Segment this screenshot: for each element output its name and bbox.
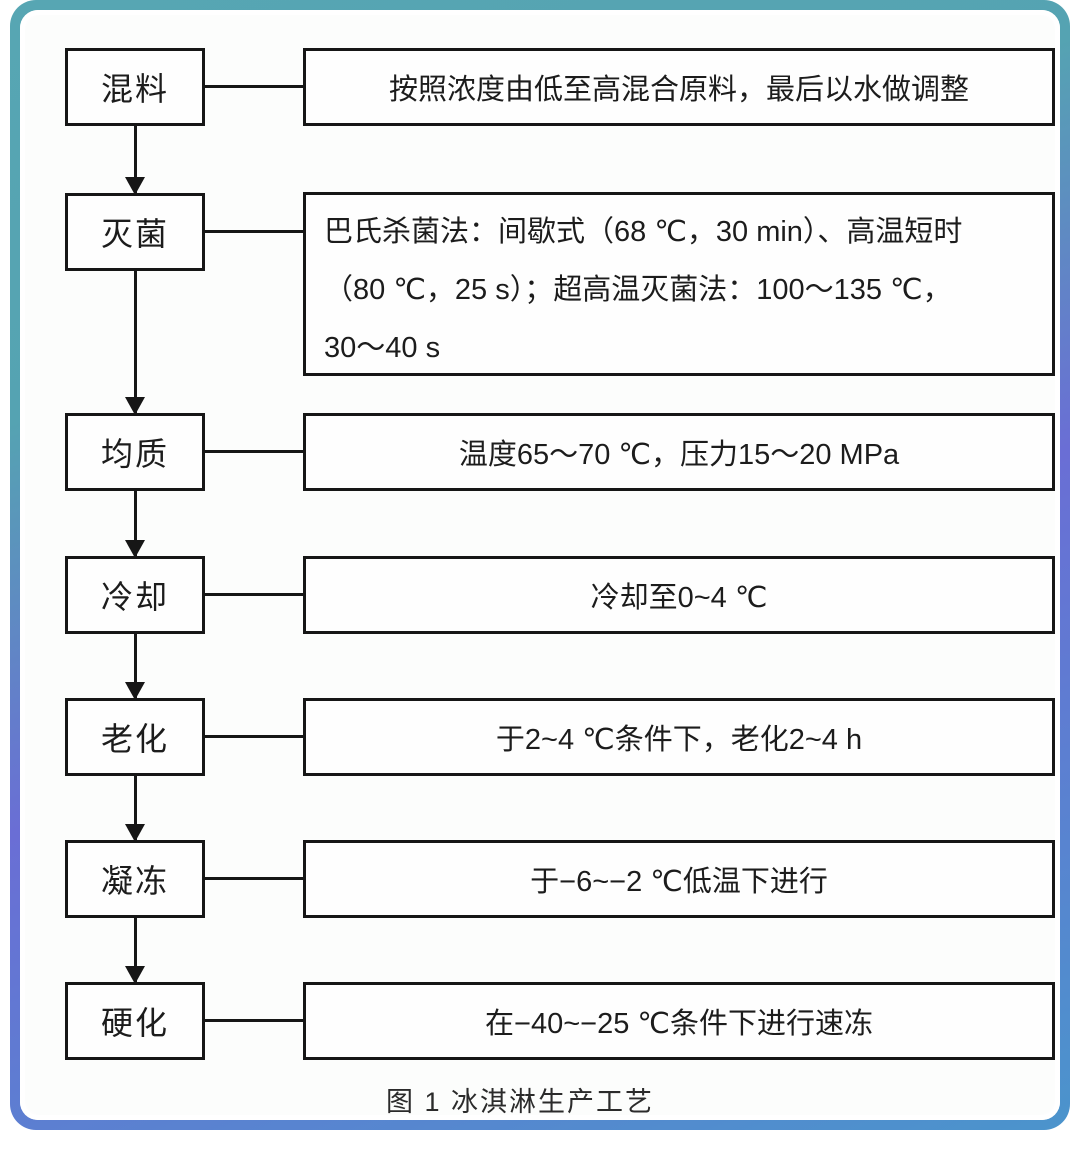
step-label-aging: 老化	[100, 721, 169, 757]
down-arrow-icon-5	[125, 776, 145, 842]
step-box-freezing: 凝冻	[65, 840, 205, 918]
connector-line-6	[205, 877, 303, 880]
connector-line-7	[205, 1019, 303, 1022]
figure-caption: 图 1 冰淇淋生产工艺	[385, 1087, 655, 1117]
desc-text-sterilization-line1: 巴氏杀菌法：间歇式（68 ℃，30 min）、高温短时	[324, 216, 963, 248]
down-arrow-icon-2	[125, 271, 145, 415]
arrowhead-icon	[125, 540, 145, 558]
down-arrow-icon-1	[125, 126, 145, 195]
down-arrow-icon-6	[125, 918, 145, 984]
connector-line-4	[205, 593, 303, 596]
arrowhead-icon	[125, 824, 145, 842]
step-label-homogenization: 均质	[100, 436, 169, 472]
flowchart-canvas: 混料 按照浓度由低至高混合原料，最后以水做调整 灭菌 巴氏杀菌法：间歇式（68 …	[20, 10, 1060, 1120]
down-arrow-icon-3	[125, 491, 145, 558]
arrowhead-icon	[125, 966, 145, 984]
connector-line-3	[205, 450, 303, 453]
desc-box-mixing: 按照浓度由低至高混合原料，最后以水做调整	[303, 48, 1055, 126]
step-box-homogenization: 均质	[65, 413, 205, 491]
desc-box-homogenization: 温度65～70 ℃，压力15～20 MPa	[303, 413, 1055, 491]
desc-box-cooling: 冷却至0~4 ℃	[303, 556, 1055, 634]
step-box-hardening: 硬化	[65, 982, 205, 1060]
desc-text-hardening: 在−40~−25 ℃条件下进行速冻	[485, 1008, 873, 1040]
step-label-hardening: 硬化	[100, 1005, 169, 1041]
desc-text-cooling: 冷却至0~4 ℃	[590, 582, 768, 614]
desc-box-freezing: 于−6~−2 ℃低温下进行	[303, 840, 1055, 918]
arrowhead-icon	[125, 397, 145, 415]
step-box-sterilization: 灭菌	[65, 193, 205, 271]
connector-line-2	[205, 230, 303, 233]
arrowhead-icon	[125, 682, 145, 700]
arrowhead-icon	[125, 177, 145, 195]
desc-box-hardening: 在−40~−25 ℃条件下进行速冻	[303, 982, 1055, 1060]
step-label-mixing: 混料	[100, 71, 169, 107]
step-box-cooling: 冷却	[65, 556, 205, 634]
down-arrow-icon-4	[125, 634, 145, 700]
desc-text-homogenization: 温度65～70 ℃，压力15～20 MPa	[458, 439, 900, 471]
step-label-freezing: 凝冻	[100, 863, 169, 899]
desc-text-freezing: 于−6~−2 ℃低温下进行	[530, 866, 828, 898]
desc-box-aging: 于2~4 ℃条件下，老化2~4 h	[303, 698, 1055, 776]
desc-text-aging: 于2~4 ℃条件下，老化2~4 h	[495, 724, 863, 756]
connector-line-5	[205, 735, 303, 738]
figure-frame: 混料 按照浓度由低至高混合原料，最后以水做调整 灭菌 巴氏杀菌法：间歇式（68 …	[10, 0, 1070, 1130]
connector-line-1	[205, 85, 303, 88]
desc-text-sterilization-line3: 30～40 s	[324, 332, 441, 364]
step-box-aging: 老化	[65, 698, 205, 776]
step-label-sterilization: 灭菌	[100, 216, 169, 252]
step-box-mixing: 混料	[65, 48, 205, 126]
desc-text-mixing: 按照浓度由低至高混合原料，最后以水做调整	[388, 74, 969, 106]
desc-text-sterilization-line2: （80 ℃，25 s）；超高温灭菌法：100～135 ℃，	[324, 274, 952, 306]
desc-box-sterilization: 巴氏杀菌法：间歇式（68 ℃，30 min）、高温短时 （80 ℃，25 s）；…	[303, 192, 1055, 376]
step-label-cooling: 冷却	[100, 579, 169, 615]
